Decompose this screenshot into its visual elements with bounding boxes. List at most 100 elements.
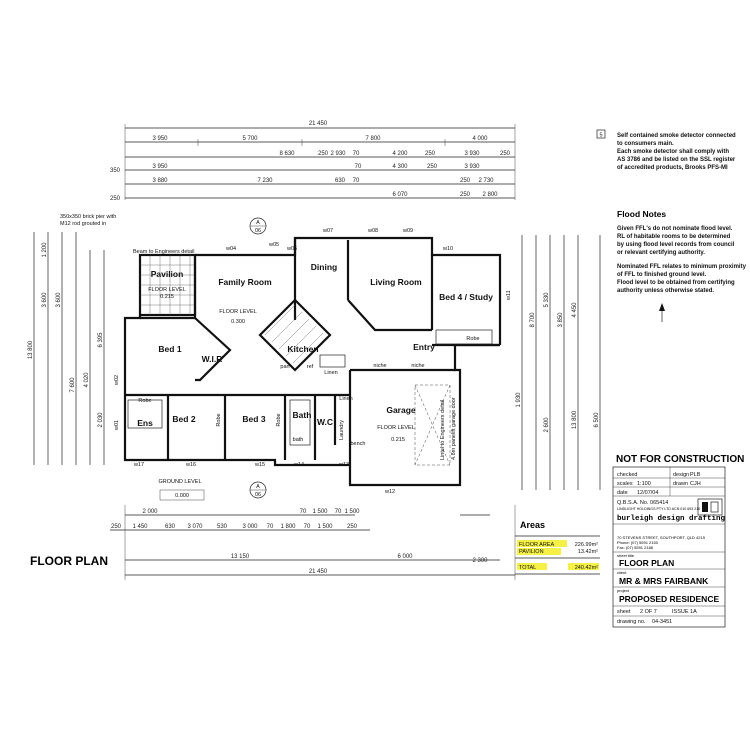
smoke-note-box — [596, 129, 606, 139]
section-a-bottom: A — [256, 484, 260, 490]
window-tags: w04 w05 w06 w07 w08 w09 w10 w11 w01 w02 … — [114, 228, 512, 495]
date-value: 12/07/04 — [637, 490, 658, 496]
label-robe-bed3: Robe — [276, 413, 282, 426]
dim-left-b: 3 600 — [56, 292, 62, 308]
dim-bot-1a: 2 000 — [142, 509, 158, 515]
project-name: PROPOSED RESIDENCE — [619, 594, 719, 604]
window-w01: w01 — [114, 420, 120, 431]
highlight-floor-area — [517, 540, 567, 547]
dim-top-2b: 250 — [318, 151, 329, 157]
dim-bot-2b: 630 — [165, 524, 176, 530]
window-w05: w05 — [268, 242, 279, 248]
sheet-title: FLOOR PLAN — [619, 558, 674, 568]
title-block: NOT FOR CONSTRUCTION checked design PLB … — [612, 454, 744, 628]
areas-title: Areas — [520, 520, 545, 530]
top-dimensions: 21 450 3 950 5 700 7 800 4 000 8 630 250… — [110, 121, 516, 202]
label-kitchen: Kitchen — [287, 344, 318, 354]
dim-left-1200: 1 200 — [42, 242, 48, 258]
label-wc: W.C — [317, 417, 333, 427]
main-floor-level: FLOOR LEVEL — [219, 309, 257, 315]
garage-floor-value: 0.215 — [391, 437, 405, 443]
callout-pier-line2: M12 rod grouted in — [60, 221, 106, 227]
dim-top-3b: 70 — [355, 164, 362, 170]
dim-right-8700: 8 700 — [530, 312, 536, 328]
dim-top-2g: 3 930 — [464, 151, 480, 157]
area-floor-value: 226.99m² — [575, 542, 598, 548]
smoke-line-4: AS 3786 and be listed on the SSL registe… — [617, 157, 736, 163]
dim-top-1c: 7 800 — [365, 136, 381, 142]
company-address: 70 STEVENS STREET, SOUTHPORT, QLD 4215 — [617, 535, 706, 540]
dim-bot-250: 250 — [111, 524, 122, 530]
callout-garage-door: 4.8m panelift garage door — [451, 397, 457, 460]
dim-bot-2f: 70 — [267, 524, 274, 530]
right-dimensions: 8 700 6 500 5 330 3 850 4 450 1 930 2 60… — [516, 235, 601, 490]
label-bath: Bath — [293, 410, 312, 420]
smoke-note-number: 5 — [599, 133, 602, 139]
label-bed1: Bed 1 — [158, 344, 181, 354]
design-label: design — [673, 472, 689, 478]
label-linen-kitchen: Linen — [324, 370, 337, 376]
label-bath-small: bath — [293, 437, 304, 443]
dim-left-13800: 13 800 — [28, 340, 34, 359]
pavilion-floor-level: FLOOR LEVEL — [148, 287, 186, 293]
dim-bot-1e: 1 500 — [344, 509, 360, 515]
callout-beam: Beam to Engineers detail — [133, 249, 194, 255]
dim-right-h: 13 800 — [572, 410, 578, 429]
dim-bot-2h: 70 — [304, 524, 311, 530]
label-pantry: pan — [280, 364, 289, 370]
dim-top-2e: 4 200 — [392, 151, 408, 157]
drawn-value: CJH — [690, 481, 701, 487]
dim-left-d: 4 020 — [84, 372, 90, 388]
dim-top-1b: 5 700 — [242, 136, 258, 142]
label-bed4-study: Bed 4 / Study — [439, 292, 493, 302]
dim-top-4d: 70 — [353, 178, 360, 184]
flood-line-7: of FFL to finished ground level. — [617, 272, 707, 278]
main-floor-value: 0.300 — [231, 319, 245, 325]
label-niche-2: niche — [411, 363, 424, 369]
flood-line-2: RL of habitable rooms to be determined — [617, 234, 731, 240]
pavilion-hatch — [140, 255, 195, 315]
label-garage: Garage — [386, 405, 416, 415]
company-logo — [697, 498, 723, 516]
dim-bot-2c: 3 070 — [187, 524, 203, 530]
plan-title: FLOOR PLAN — [30, 554, 108, 568]
garage-door-symbol — [414, 384, 451, 466]
label-ens: Ens — [137, 418, 153, 428]
label-ref: ref — [307, 364, 314, 370]
company-fax: Fax: (07) 5591 2188 — [617, 545, 654, 550]
dim-bot-1c: 1 500 — [312, 509, 328, 515]
dim-bot-2g: 1 800 — [280, 524, 296, 530]
label-bed3: Bed 3 — [242, 414, 265, 424]
dim-top-3a: 3 950 — [152, 164, 168, 170]
dim-top-4b: 7 230 — [257, 178, 273, 184]
area-total-value: 240.42m² — [575, 565, 598, 571]
dim-top-2a: 8 630 — [279, 151, 295, 157]
area-pavilion-value: 13.42m² — [578, 549, 598, 555]
dim-left-f: 6 395 — [98, 332, 104, 348]
project-label: project — [617, 588, 630, 593]
flood-line-4: or relevant certifying authority. — [617, 250, 705, 256]
dim-right-c: 5 330 — [544, 292, 550, 308]
dim-top-4e: 250 — [460, 178, 471, 184]
smoke-line-5: of accredited products, Brooks PFS-MI — [617, 165, 728, 171]
highlight-total-label — [517, 563, 547, 570]
dim-bot-2i: 1 500 — [317, 524, 333, 530]
label-wir: W.I.R — [202, 354, 223, 364]
pavilion-floor-value: 0.215 — [160, 294, 174, 300]
client-name: MR & MRS FAIRBANK — [619, 576, 709, 586]
flood-line-8: Flood level to be obtained from certifyi… — [617, 280, 735, 286]
window-w14: w14 — [293, 462, 304, 468]
label-living-room: Living Room — [370, 277, 422, 287]
dim-top-350: 350 — [110, 168, 121, 174]
scales-value: 1:100 — [637, 481, 651, 487]
highlight-pavilion — [517, 548, 561, 555]
drawing-label: drawing no. — [617, 619, 646, 625]
window-w16: w16 — [185, 462, 196, 468]
window-w06: w06 — [286, 246, 297, 252]
window-w09: w09 — [402, 228, 413, 234]
dim-right-f: 1 930 — [516, 392, 522, 408]
issue-value: ISSUE 1A — [672, 609, 697, 615]
dim-right-d: 3 850 — [558, 312, 564, 328]
highlight-total-value — [568, 563, 599, 570]
